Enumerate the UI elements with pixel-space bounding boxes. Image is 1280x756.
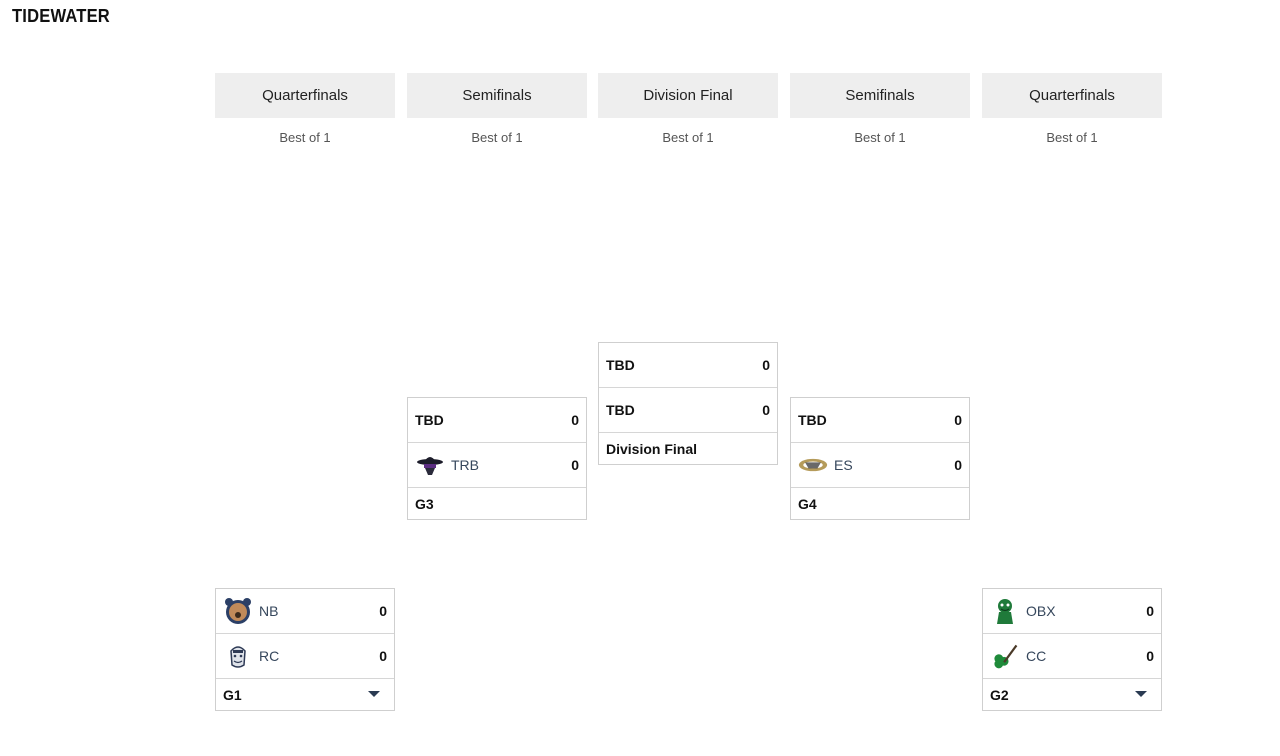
round-header-semifinals-right: Semifinals Best of 1: [790, 73, 970, 145]
matchup-label: Division Final: [606, 440, 698, 457]
round-format: Best of 1: [662, 130, 714, 145]
matchup-card-division-final[interactable]: TBD 0 TBD 0 Division Final: [598, 342, 778, 465]
team-score: 0: [1146, 648, 1154, 664]
matchup-footer[interactable]: G2: [983, 679, 1161, 710]
round-name: Division Final: [598, 73, 778, 118]
matchup-footer[interactable]: G1: [216, 679, 394, 710]
team-score: 0: [379, 603, 387, 619]
round-name: Semifinals: [790, 73, 970, 118]
round-name: Semifinals: [407, 73, 587, 118]
round-format: Best of 1: [1046, 130, 1098, 145]
team-score: 0: [571, 457, 579, 473]
team-row[interactable]: NB 0: [216, 589, 394, 634]
team-row[interactable]: RC 0: [216, 634, 394, 679]
team-link-trb[interactable]: TRB: [415, 450, 479, 480]
round-header-quarterfinals-right: Quarterfinals Best of 1: [982, 73, 1162, 145]
team-name: TBD: [606, 357, 635, 373]
mascot-logo-icon: [223, 641, 253, 671]
team-name: RC: [259, 648, 280, 664]
team-score: 0: [379, 648, 387, 664]
round-header-division-final: Division Final Best of 1: [598, 73, 778, 145]
team-name: TBD: [415, 412, 444, 428]
green-mascot-logo-icon: [990, 596, 1020, 626]
team-row[interactable]: TRB 0: [408, 443, 586, 488]
team-row: TBD 0: [791, 398, 969, 443]
round-name: Quarterfinals: [982, 73, 1162, 118]
team-name: ES: [834, 457, 853, 473]
matchup-label: G2: [990, 686, 1009, 703]
matchup-card-g1[interactable]: NB 0 RC 0 G1: [215, 588, 395, 711]
page-title: TIDEWATER: [12, 6, 110, 26]
bandit-logo-icon: [415, 450, 445, 480]
team-link-es[interactable]: ES: [798, 450, 853, 480]
team-row: TBD 0: [599, 388, 777, 433]
team-name: OBX: [1026, 603, 1056, 619]
team-link-cc[interactable]: CC: [990, 641, 1046, 671]
team-name: TBD: [798, 412, 827, 428]
chevron-down-icon[interactable]: [368, 691, 380, 697]
round-header-semifinals-left: Semifinals Best of 1: [407, 73, 587, 145]
team-link-nb[interactable]: NB: [223, 596, 278, 626]
matchup-label: G1: [223, 686, 242, 703]
chevron-down-icon[interactable]: [1135, 691, 1147, 697]
winged-logo-icon: [798, 450, 828, 480]
round-header-quarterfinals-left: Quarterfinals Best of 1: [215, 73, 395, 145]
team-row[interactable]: ES 0: [791, 443, 969, 488]
team-row[interactable]: OBX 0: [983, 589, 1161, 634]
team-score: 0: [571, 412, 579, 428]
team-row: TBD 0: [599, 343, 777, 388]
round-format: Best of 1: [279, 130, 331, 145]
matchup-card-g3[interactable]: TBD 0 TRB 0 G3: [407, 397, 587, 520]
team-link-obx[interactable]: OBX: [990, 596, 1056, 626]
round-format: Best of 1: [471, 130, 523, 145]
team-score: 0: [1146, 603, 1154, 619]
team-score: 0: [954, 457, 962, 473]
matchup-card-g2[interactable]: OBX 0 CC 0 G2: [982, 588, 1162, 711]
round-format: Best of 1: [854, 130, 906, 145]
team-name: TRB: [451, 457, 479, 473]
bear-logo-icon: [223, 596, 253, 626]
round-name: Quarterfinals: [215, 73, 395, 118]
matchup-label: G4: [798, 495, 817, 512]
team-row[interactable]: CC 0: [983, 634, 1161, 679]
clover-bat-logo-icon: [990, 641, 1020, 671]
team-score: 0: [954, 412, 962, 428]
team-score: 0: [762, 402, 770, 418]
team-name: NB: [259, 603, 279, 619]
team-row: TBD 0: [408, 398, 586, 443]
team-name: TBD: [606, 402, 635, 418]
team-name: CC: [1026, 648, 1047, 664]
team-link-rc[interactable]: RC: [223, 641, 279, 671]
team-score: 0: [762, 357, 770, 373]
matchup-label: G3: [415, 495, 434, 512]
matchup-card-g4[interactable]: TBD 0 ES 0 G4: [790, 397, 970, 520]
